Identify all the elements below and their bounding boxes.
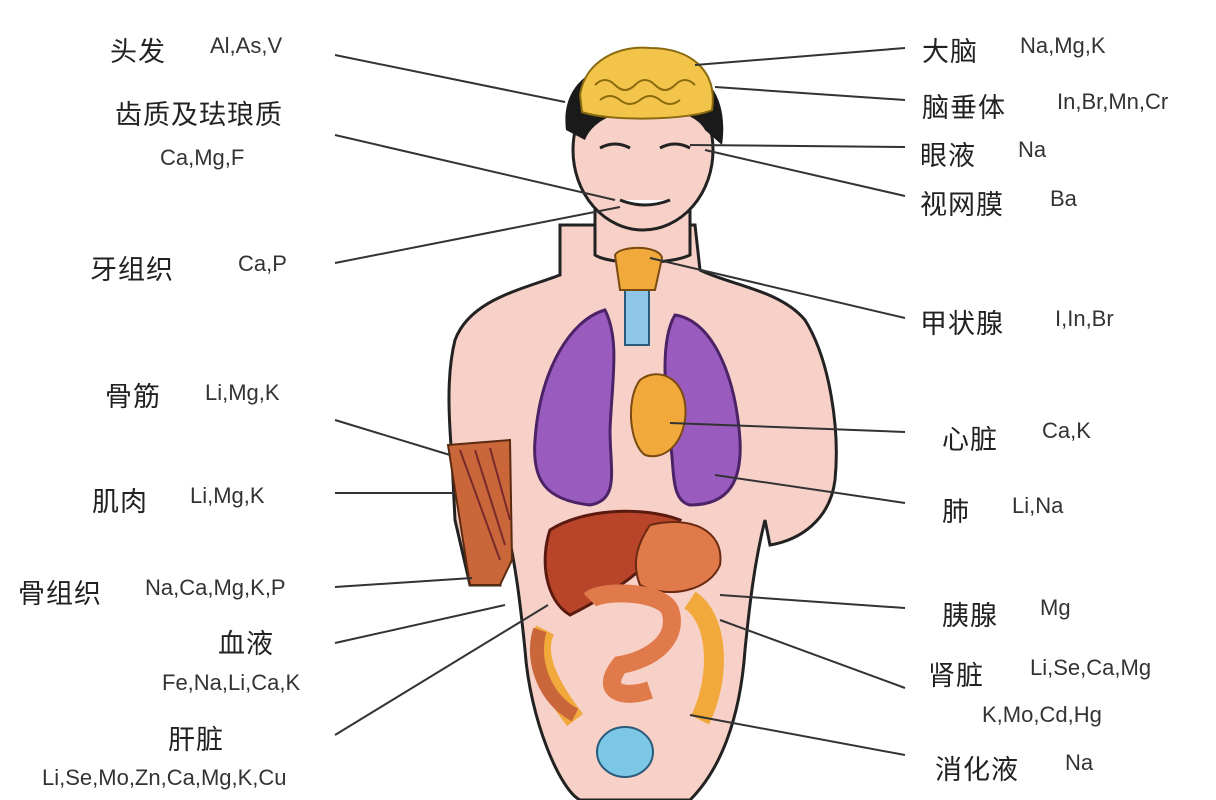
left-lung [533,308,616,507]
label-enamel-organ: 齿质及珐琅质 [115,100,283,131]
label-heart-organ: 心脏 [942,425,998,456]
label-kidney-elements: Li,Se,Ca,Mg [1030,655,1152,680]
label-liver-elements: Li,Se,Mo,Zn,Ca,Mg,K,Cu [42,765,287,790]
label-pancreas-organ: 胰腺 [942,601,998,632]
left-eye [599,142,631,150]
label-bone-elements: Na,Ca,Mg,K,P [145,575,286,600]
right-eye [659,142,691,150]
label-heart-elements: Ca,K [1042,418,1091,443]
label-hair-organ: 头发 [110,37,166,68]
label-tendon-organ: 骨筋 [105,382,161,413]
label-pancreas-elements: Mg [1040,595,1071,620]
stomach [634,520,722,593]
label-tooth-elements: Ca,P [238,251,287,276]
label-muscle-elements: Li,Mg,K [190,483,265,508]
label-digestive-elements: Na [1065,750,1094,775]
label-liver-organ: 肝脏 [168,725,224,756]
label-thyroid-organ: 甲状腺 [920,309,1004,340]
heart [629,373,687,458]
small-intestine [583,584,681,703]
label-tears-elements: Na [1018,137,1047,162]
label-muscle-organ: 肌肉 [92,487,148,518]
label-hair-elements: Al,As,V [210,33,283,58]
label-retina-elements: Ba [1050,186,1077,211]
label-tears-organ: 眼液 [920,141,976,172]
label-kidney-organ: 肾脏 [928,661,984,692]
colon-left [529,627,579,722]
leader-lines [334,47,906,756]
mouth [619,198,671,207]
bladder [596,726,654,778]
label-blood-elements: Fe,Na,Li,Ca,K [162,670,301,695]
label-tendon-elements: Li,Mg,K [205,380,280,405]
label-thyroid-elements: I,In,Br [1055,306,1114,331]
label-blood-organ: 血液 [218,629,274,660]
label-lung-organ: 肺 [942,497,970,528]
label-brain-elements: Na,Mg,K [1020,33,1106,58]
label-enamel-elements: Ca,Mg,F [160,145,245,170]
label-digestive-organ: 消化液 [935,755,1019,786]
label-retina-organ: 视网膜 [920,190,1004,221]
arm-muscle [446,438,514,586]
label-tooth-organ: 牙组织 [90,255,174,286]
label-brain-organ: 大脑 [922,37,978,68]
label-pituitary-organ: 脑垂体 [922,93,1006,124]
label-lung-elements: Li,Na [1012,493,1064,518]
label-kidney-elements2: K,Mo,Cd,Hg [982,702,1102,727]
label-pituitary-elements: In,Br,Mn,Cr [1057,89,1169,114]
label-bone-organ: 骨组织 [18,579,102,610]
thyroid [613,246,664,291]
